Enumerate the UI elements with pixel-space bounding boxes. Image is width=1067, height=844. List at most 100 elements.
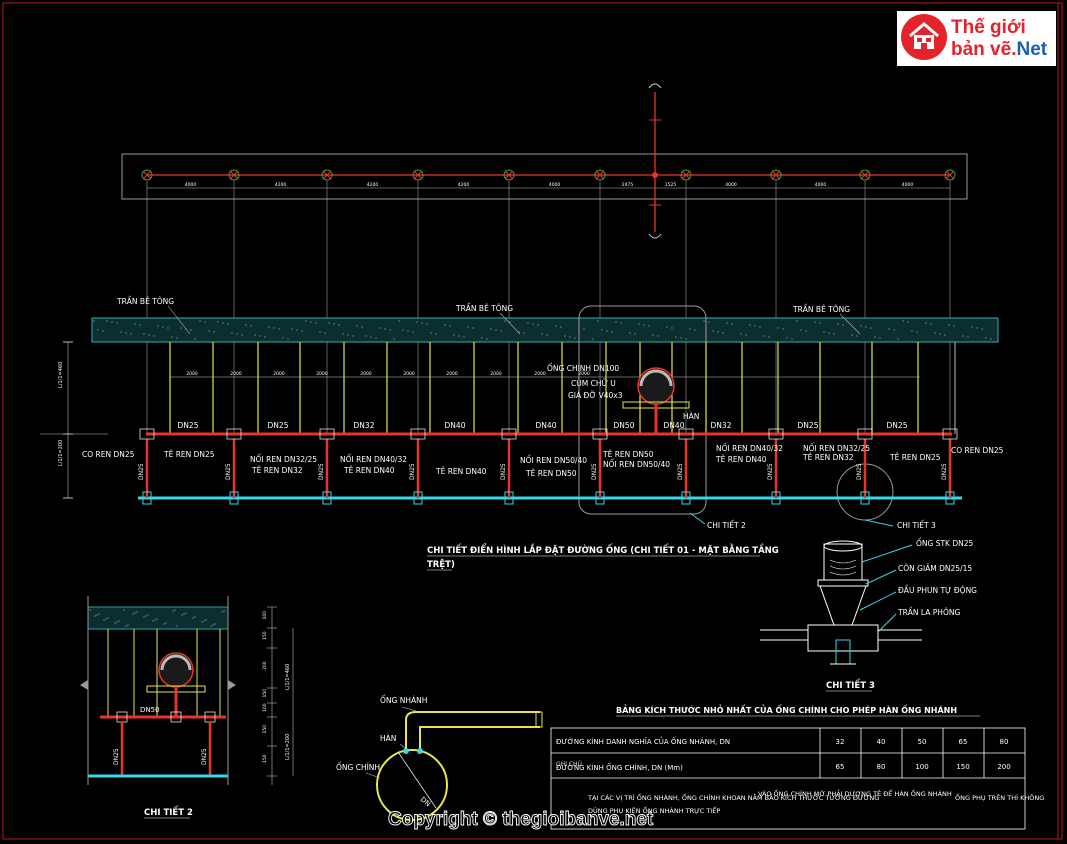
hanger-dim-label: 2000 bbox=[273, 371, 285, 377]
sprinkler-head bbox=[860, 491, 870, 505]
drop-size-label: DN25 bbox=[677, 463, 684, 480]
slab-dot bbox=[694, 329, 696, 331]
slab-dot bbox=[675, 336, 677, 338]
slab-dot bbox=[546, 334, 548, 336]
d2-slab-dot bbox=[183, 613, 185, 615]
slab-dot bbox=[504, 320, 506, 322]
slab-dot bbox=[407, 330, 409, 332]
slab-dot bbox=[157, 325, 159, 327]
fitting-label: TÊ REN DN50 bbox=[602, 450, 654, 459]
table-cell: 65 bbox=[959, 738, 968, 746]
slab-dot bbox=[592, 338, 594, 340]
slab-dot bbox=[643, 324, 645, 326]
slab-dot bbox=[786, 337, 788, 339]
slab-dot bbox=[241, 334, 243, 336]
slab-dot bbox=[537, 324, 539, 326]
d2-slab-hatch bbox=[89, 609, 225, 627]
slab-dot bbox=[555, 325, 557, 327]
site-logo[interactable]: Thế giới bản vẽ.Net bbox=[897, 11, 1056, 66]
slab-dot bbox=[680, 337, 682, 339]
sprinkler-node-cross bbox=[504, 170, 514, 180]
slab-dot bbox=[194, 338, 196, 340]
d2-slab-dot bbox=[154, 619, 156, 621]
leader bbox=[401, 706, 417, 712]
d3-label: ĐẦU PHUN TỰ ĐỘNG bbox=[898, 585, 977, 595]
slab-dot bbox=[791, 338, 793, 340]
pipe-fitting bbox=[410, 428, 426, 440]
slab-dot bbox=[472, 327, 474, 329]
weld-branch-label: ỐNG NHÁNH bbox=[380, 695, 427, 705]
table-row1-label: ĐƯỜNG KÍNH DANH NGHĨA CỦA ỐNG NHÁNH, DN bbox=[556, 736, 730, 746]
slab-dot bbox=[925, 322, 927, 324]
fitting-label: TÊ REN DN25 bbox=[163, 450, 215, 459]
pipe-size-label: DN25 bbox=[798, 421, 819, 430]
d2-dim-label: 100 bbox=[262, 611, 268, 620]
slab-dot bbox=[426, 323, 428, 325]
clamp-label: CÙM CHỮ U bbox=[571, 379, 616, 388]
hanger-dim-label: 2000 bbox=[578, 371, 590, 377]
slab-dot bbox=[740, 333, 742, 335]
fitting-label: NỐI REN DN50/40 bbox=[603, 459, 670, 469]
slab-dot bbox=[985, 337, 987, 339]
co-ren-right: CO REN DN25 bbox=[951, 446, 1004, 455]
plan-dim-label: 4200 bbox=[458, 182, 470, 188]
fitting-label: TÊ REN DN50 bbox=[525, 469, 577, 478]
sprinkler-head bbox=[771, 491, 781, 505]
drop-size-label: DN25 bbox=[941, 463, 948, 480]
slab-dot bbox=[370, 336, 372, 338]
slab-dot bbox=[254, 334, 256, 336]
drop-size-label: DN25 bbox=[500, 463, 507, 480]
sprinkler-node bbox=[141, 169, 153, 181]
slab-dot bbox=[574, 337, 576, 339]
d2-slab-dot bbox=[147, 614, 149, 616]
sprinkler-node-cross bbox=[595, 170, 605, 180]
sprinkler-head bbox=[413, 491, 423, 505]
d2-slab-dot bbox=[105, 618, 107, 620]
slab-dot bbox=[213, 331, 215, 333]
slab-dot bbox=[296, 329, 298, 331]
side-dim-bottom: L/1/1=200 bbox=[58, 440, 64, 466]
ceiling-slab bbox=[91, 317, 999, 343]
table-cell: 100 bbox=[915, 763, 928, 771]
d2-slab-dot bbox=[172, 610, 174, 612]
slab-dot bbox=[745, 334, 747, 336]
slab-dot bbox=[273, 327, 275, 329]
slab-dot bbox=[856, 335, 858, 337]
fitting-label: NỐI REN DN40/32 bbox=[716, 443, 783, 453]
drop-size-label: DN25 bbox=[409, 463, 416, 480]
d2-slab-dot bbox=[163, 623, 165, 625]
fitting-label: TÊ REN DN40 bbox=[435, 467, 487, 476]
u-clamp bbox=[639, 369, 673, 387]
slab-dot bbox=[106, 320, 108, 322]
slab-dot bbox=[458, 335, 460, 337]
slab-dot bbox=[569, 336, 571, 338]
slab-dot bbox=[93, 320, 95, 322]
slab-dot bbox=[916, 331, 918, 333]
pipe-fitting bbox=[501, 428, 517, 440]
d2-main-pipe bbox=[158, 652, 194, 688]
slab-dot bbox=[398, 320, 400, 322]
slab-dot bbox=[236, 333, 238, 335]
slab-dot bbox=[143, 333, 145, 335]
pipe-fitting bbox=[768, 428, 784, 440]
slab-dot bbox=[435, 333, 437, 335]
slab-dot bbox=[532, 323, 534, 325]
d2-slab-dot bbox=[205, 619, 207, 621]
d2-pipe-label: DN50 bbox=[140, 706, 160, 714]
d2-slab-dot bbox=[127, 624, 129, 626]
slab-dot bbox=[361, 326, 363, 328]
slab-dot bbox=[907, 321, 909, 323]
slab-dot bbox=[356, 325, 358, 327]
slab-dot bbox=[287, 338, 289, 340]
sprinkler-node-cross bbox=[945, 170, 955, 180]
pipe-size-label: DN25 bbox=[887, 421, 908, 430]
d3-label: CÔN GIẢM DN25/15 bbox=[898, 564, 972, 573]
slab-dot bbox=[245, 324, 247, 326]
slab-dot bbox=[981, 328, 983, 330]
slab-dot bbox=[421, 322, 423, 324]
slab-dot bbox=[874, 336, 876, 338]
leader bbox=[859, 591, 897, 611]
slab-dot bbox=[754, 325, 756, 327]
